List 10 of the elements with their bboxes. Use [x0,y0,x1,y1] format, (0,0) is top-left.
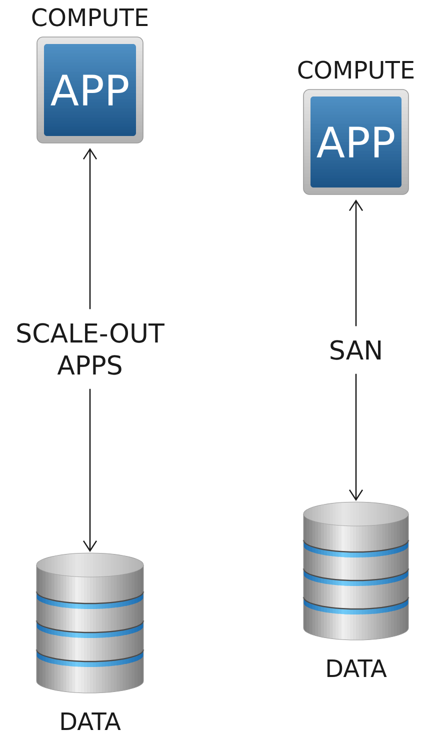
node-label: COMPUTE [298,60,414,79]
node-label: DATA [61,712,121,730]
node-label: SCALE-OUT APPS [17,323,164,375]
node-label: SAN [330,340,381,360]
arrow [348,374,364,501]
node-label: COMPUTE [32,8,148,26]
arrow [82,148,98,310]
arrow [82,388,98,552]
node-label: DATA [327,660,387,677]
arrow [348,200,364,326]
